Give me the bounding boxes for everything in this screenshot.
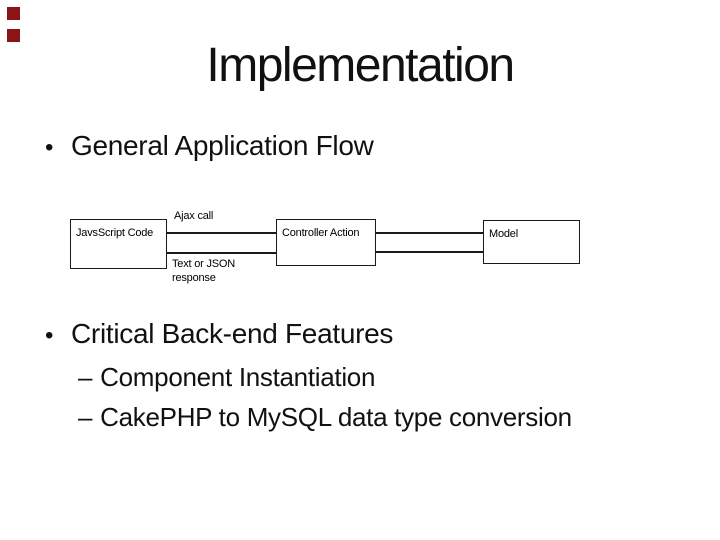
edge-label-text-or-json-response: Text or JSON response — [172, 257, 235, 285]
diagram-box-label: JavsScript Code — [76, 227, 154, 239]
connector-ajax-call-line — [167, 232, 276, 234]
sub-bullet-component-instantiation: – Component Instantiation — [78, 362, 375, 393]
sub-bullet-text: CakePHP to MySQL data type conversion — [100, 402, 572, 432]
sub-bullet-dash-marker: – — [78, 402, 93, 432]
bullet-general-application-flow: • General Application Flow — [45, 130, 374, 162]
red-corner-marker-icon-1 — [7, 7, 20, 20]
diagram-box-label: Model — [489, 228, 518, 240]
bullet-critical-back-end-features: • Critical Back-end Features — [45, 318, 393, 350]
sub-bullet-cakephp-mysql-conversion: – CakePHP to MySQL data type conversion — [78, 402, 572, 433]
edge-label-response-line2: response — [172, 272, 216, 284]
diagram-box-controller-action: Controller Action — [276, 219, 376, 266]
bullet-dot-marker: • — [45, 322, 54, 349]
connector-controller-to-model-bottom-line — [376, 251, 483, 253]
edge-label-response-line1: Text or JSON — [172, 258, 236, 270]
bullet-dot-marker: • — [45, 134, 54, 161]
diagram-box-javsscript-code: JavsScript Code — [70, 219, 167, 269]
bullet-text: General Application Flow — [71, 130, 374, 161]
slide-title: Implementation — [206, 39, 515, 92]
connector-response-line — [167, 252, 276, 254]
red-corner-marker-icon-2 — [7, 29, 20, 42]
sub-bullet-text: Component Instantiation — [100, 362, 376, 392]
diagram-box-label: Controller Action — [282, 227, 360, 239]
sub-bullet-dash-marker: – — [78, 362, 93, 392]
bullet-text: Critical Back-end Features — [71, 318, 394, 349]
edge-label-ajax-call: Ajax call — [174, 210, 214, 222]
connector-controller-to-model-top-line — [376, 232, 483, 234]
diagram-box-model: Model — [483, 220, 580, 264]
